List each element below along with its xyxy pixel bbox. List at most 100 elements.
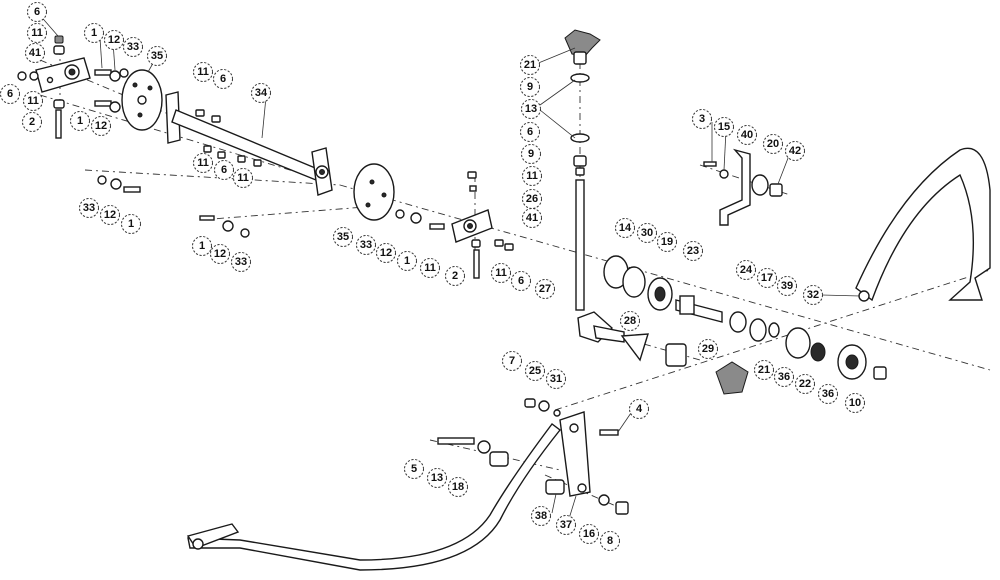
upper-right-crank xyxy=(703,148,783,226)
svg-text:5: 5 xyxy=(411,463,417,475)
callout: 11 xyxy=(491,263,511,283)
callout: 21 xyxy=(520,55,540,75)
svg-text:42: 42 xyxy=(789,145,801,157)
svg-text:17: 17 xyxy=(761,272,773,284)
central-shaft-stack xyxy=(577,255,887,395)
callout: 36 xyxy=(774,367,794,387)
callout: 12 xyxy=(100,205,120,225)
svg-text:1: 1 xyxy=(77,115,83,127)
vertical-shaft-assembly xyxy=(564,29,601,311)
callout: 4 xyxy=(629,399,649,419)
callout: 11 xyxy=(27,23,47,43)
svg-text:18: 18 xyxy=(452,481,464,493)
svg-text:11: 11 xyxy=(424,262,436,274)
callout: 30 xyxy=(637,223,657,243)
svg-text:41: 41 xyxy=(29,47,41,59)
svg-text:32: 32 xyxy=(807,289,819,301)
callout: 11 xyxy=(233,168,253,188)
svg-text:13: 13 xyxy=(525,103,537,115)
svg-text:11: 11 xyxy=(526,170,538,182)
callout: 39 xyxy=(777,276,797,296)
svg-text:33: 33 xyxy=(360,239,372,251)
svg-text:10: 10 xyxy=(849,397,861,409)
svg-text:13: 13 xyxy=(431,472,443,484)
callout: 15 xyxy=(714,117,734,137)
svg-text:11: 11 xyxy=(27,95,39,107)
svg-text:23: 23 xyxy=(687,245,699,257)
svg-text:11: 11 xyxy=(237,172,249,184)
callout: 19 xyxy=(657,232,677,252)
svg-text:11: 11 xyxy=(31,27,43,39)
svg-text:16: 16 xyxy=(583,528,595,540)
pedal-linkage xyxy=(437,398,629,515)
callout: 22 xyxy=(795,374,815,394)
callout: 33 xyxy=(123,37,143,57)
svg-text:4: 4 xyxy=(636,403,643,415)
callout: 2 xyxy=(445,266,465,286)
svg-text:12: 12 xyxy=(380,247,392,259)
svg-text:2: 2 xyxy=(29,116,35,128)
svg-text:21: 21 xyxy=(524,59,536,71)
svg-text:14: 14 xyxy=(619,222,632,234)
svg-text:21: 21 xyxy=(758,364,770,376)
svg-text:9: 9 xyxy=(528,148,534,160)
callout: 6 xyxy=(511,271,531,291)
svg-text:6: 6 xyxy=(7,88,13,100)
large-curved-arm xyxy=(855,147,991,302)
svg-text:28: 28 xyxy=(624,315,636,327)
svg-text:37: 37 xyxy=(560,519,572,531)
callout: 21 xyxy=(754,360,774,380)
callout: 11 xyxy=(420,258,440,278)
callout: 33 xyxy=(356,235,376,255)
callout: 13 xyxy=(427,468,447,488)
svg-text:15: 15 xyxy=(718,121,730,133)
svg-text:6: 6 xyxy=(518,275,524,287)
callout: 12 xyxy=(104,30,124,50)
svg-text:38: 38 xyxy=(535,510,547,522)
callout: 32 xyxy=(803,285,823,305)
callout: 14 xyxy=(615,218,635,238)
callout: 31 xyxy=(546,369,566,389)
callout: 28 xyxy=(620,311,640,331)
svg-text:26: 26 xyxy=(526,193,538,205)
svg-text:20: 20 xyxy=(767,138,779,150)
callout: 23 xyxy=(683,241,703,261)
svg-text:27: 27 xyxy=(539,283,551,295)
svg-text:25: 25 xyxy=(529,365,541,377)
svg-text:29: 29 xyxy=(702,343,714,355)
lower-left-fasteners xyxy=(199,215,250,238)
svg-text:11: 11 xyxy=(197,157,209,169)
svg-text:36: 36 xyxy=(822,388,834,400)
svg-text:6: 6 xyxy=(527,126,533,138)
callout: 41 xyxy=(25,43,45,63)
callout: 6 xyxy=(27,2,47,22)
callout: 38 xyxy=(531,506,551,526)
svg-text:6: 6 xyxy=(220,73,226,85)
svg-text:11: 11 xyxy=(495,267,507,279)
svg-text:1: 1 xyxy=(199,240,205,252)
svg-text:12: 12 xyxy=(214,248,226,260)
callout: 11 xyxy=(23,91,43,111)
svg-text:41: 41 xyxy=(526,212,538,224)
callout: 33 xyxy=(79,198,99,218)
callout: 27 xyxy=(535,279,555,299)
callout: 40 xyxy=(737,125,757,145)
callout: 36 xyxy=(818,384,838,404)
svg-text:12: 12 xyxy=(104,209,116,221)
svg-text:12: 12 xyxy=(108,34,120,46)
callout: 6 xyxy=(520,122,540,142)
callout: 1 xyxy=(84,23,104,43)
svg-text:33: 33 xyxy=(235,256,247,268)
svg-text:22: 22 xyxy=(799,378,811,390)
callout: 12 xyxy=(210,244,230,264)
svg-text:35: 35 xyxy=(337,231,349,243)
svg-text:3: 3 xyxy=(699,113,705,125)
pedal-rod xyxy=(186,423,561,571)
svg-text:24: 24 xyxy=(740,264,753,276)
svg-text:9: 9 xyxy=(527,81,533,93)
callout: 6 xyxy=(0,84,20,104)
callout: 11 xyxy=(193,62,213,82)
callout: 42 xyxy=(785,141,805,161)
callout: 11 xyxy=(193,153,213,173)
